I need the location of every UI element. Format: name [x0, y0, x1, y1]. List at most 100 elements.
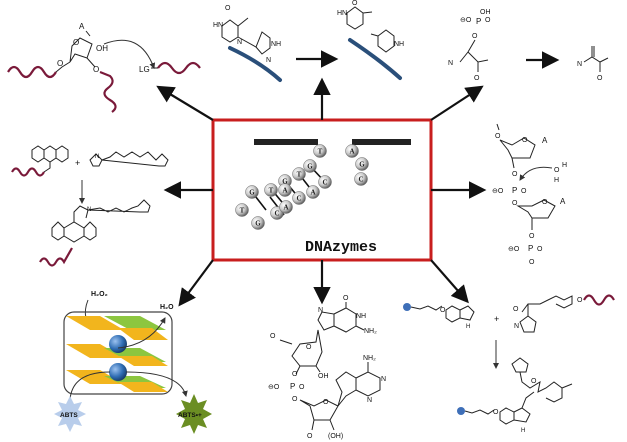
label-oh: OH: [96, 44, 108, 53]
panel-top-left: O O A OH O LG: [7, 22, 201, 113]
nucleotide-label: G: [359, 161, 365, 169]
panel-bottom-left: H₂O₂ H₂O ABTS ABTS•+: [54, 291, 212, 434]
label-o: O: [440, 307, 446, 314]
reaction-arrows: [156, 77, 487, 307]
label-nh: NH: [271, 41, 281, 48]
label-p-o: O: [299, 384, 305, 391]
label-o2: O: [472, 33, 478, 40]
label-base-a: A: [542, 136, 548, 145]
label-h: H: [466, 324, 470, 330]
nucleotide-a: A: [278, 183, 292, 197]
label-o-minus2: ⊖O: [508, 246, 520, 253]
label-o3: O: [292, 371, 298, 378]
hydrolysis-attack-arrow: [519, 166, 553, 181]
label-water-h2: H: [554, 177, 559, 184]
label-plus: +: [75, 158, 80, 168]
label-lg: LG: [139, 65, 150, 74]
label-o2: O: [352, 0, 358, 7]
nucleotide-g: G: [355, 157, 369, 171]
label-base-a: A: [79, 22, 85, 31]
label-p-o2: O: [537, 246, 543, 253]
label-oh-paren: (OH): [328, 433, 343, 440]
dna-strand-red: [11, 167, 45, 177]
label-abts-radical: ABTS•+: [178, 412, 202, 419]
arrow-top-right: [430, 85, 484, 121]
label-nh2: NH: [394, 41, 404, 48]
label-ring-o: O: [73, 38, 79, 47]
label-hn2: HN: [337, 10, 347, 17]
label-o5: O: [493, 409, 499, 416]
arrow-bottom-left: [178, 259, 214, 307]
nucleotide-g: G: [251, 216, 265, 230]
label-n: N: [95, 154, 99, 160]
hemin-ball-bottom: [109, 363, 127, 381]
dna-strand-blue-2: [348, 38, 402, 80]
label-n7: N: [318, 307, 323, 314]
label-o2: O: [513, 306, 519, 313]
label-n3: N: [367, 397, 372, 404]
label-p: P: [290, 382, 295, 391]
attack-arrow: [103, 39, 156, 69]
dna-strand-bar-left: [254, 139, 318, 145]
abts-radical-star: [176, 394, 212, 434]
label-o3: O: [512, 171, 518, 178]
label-hn: HN: [213, 22, 223, 29]
label-water-o: O: [554, 167, 560, 174]
label-o5b: O: [292, 396, 298, 403]
nucleotide-g: G: [303, 159, 317, 173]
label-o-minus: ⊖O: [460, 17, 472, 24]
panel-top-right: OH P ⊖O O O N O N O: [448, 9, 609, 82]
label-o: O: [225, 5, 231, 12]
nucleotide-label: C: [274, 210, 279, 218]
nucleotide-label: T: [240, 207, 245, 215]
panel-bottom-right: O H + O N O O O H: [403, 294, 615, 434]
label-o-end: O: [529, 259, 535, 266]
label-h2o: H₂O: [160, 304, 174, 311]
label-o3b: O: [307, 433, 313, 440]
label-ring-o2: O: [323, 399, 329, 406]
label-plus: +: [494, 314, 499, 324]
dna-strand-red-3: [157, 61, 201, 75]
label-o: O: [495, 133, 501, 140]
panel-middle-right: O O A O O H H ⊖O P O O O A O ⊖O P O O: [492, 123, 567, 266]
nucleotide-label: T: [297, 171, 302, 179]
label-p-o: O: [521, 188, 527, 195]
nucleotide-label: A: [282, 187, 287, 195]
label-o3: O: [93, 65, 99, 74]
nucleotide-label: T: [318, 148, 323, 156]
dna-strand-red-2: [99, 70, 117, 113]
label-o-minus: ⊖O: [492, 188, 504, 195]
label-n2: N: [266, 57, 271, 64]
dna-strand-blue: [228, 46, 282, 82]
nucleotide-label: C: [322, 179, 327, 187]
label-n2: N: [577, 61, 582, 68]
label-p: P: [476, 17, 481, 26]
nucleotide-label: T: [269, 187, 274, 195]
nucleotide-label: C: [296, 195, 301, 203]
label-n: N: [448, 60, 453, 67]
nucleotide-c: C: [354, 172, 368, 186]
dna-strand-bar-right: [352, 139, 411, 145]
nucleotide-label: G: [307, 163, 313, 171]
nucleotide-t: T: [313, 144, 327, 158]
tag-ball-2: [457, 407, 465, 415]
label-o3: O: [474, 75, 480, 82]
nucleotide-label: A: [349, 148, 354, 156]
center-title: DNAzymes: [305, 239, 377, 256]
label-nh: NH: [356, 313, 366, 320]
nucleotide-c: C: [318, 175, 332, 189]
label-o: O: [343, 295, 349, 302]
label-base-a2: A: [560, 197, 566, 206]
label-n2: N: [87, 207, 91, 213]
label-o-minus: ⊖O: [268, 384, 280, 391]
nucleotide-a: A: [279, 200, 293, 214]
label-h2: H: [521, 428, 525, 434]
dna-strand-red: [7, 65, 57, 79]
dna-strand-red: [583, 294, 615, 306]
label-n: N: [514, 323, 519, 330]
hemin-ball-top: [109, 335, 127, 353]
nucleotide-label: G: [282, 178, 288, 186]
quadruplex-cage: [63, 311, 173, 395]
